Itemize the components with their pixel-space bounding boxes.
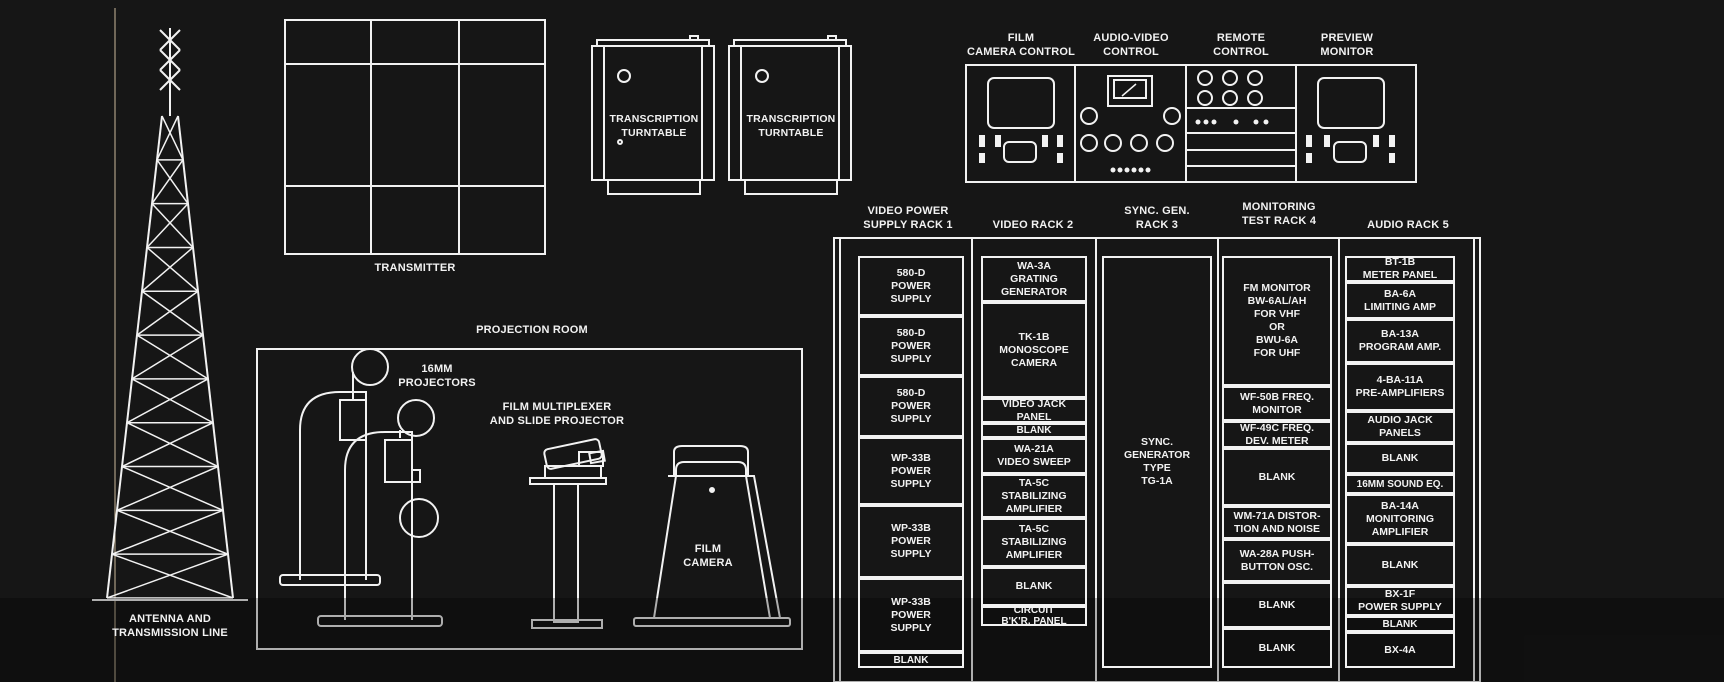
rack-2-unit-8: BLANK — [981, 567, 1087, 606]
antenna-tower — [92, 28, 248, 601]
console-film-camera-control-label: FILM CAMERA CONTROL — [966, 32, 1076, 58]
rack-4-unit-3: WF-49C FREQ. DEV. METER — [1222, 421, 1332, 448]
rack-5-unit-8: BA-14A MONITORING AMPLIFIER — [1345, 494, 1455, 544]
rack-4-unit-8: BLANK — [1222, 628, 1332, 668]
turntable-2-label: TRANSCRIPTION TURNTABLE — [746, 113, 836, 139]
rack-3-title: SYNC. GEN. RACK 3 — [1124, 205, 1190, 231]
rack-4-unit-4: BLANK — [1222, 448, 1332, 506]
rack-cabinet-frame — [833, 237, 1481, 682]
rack-4-unit-2: WF-50B FREQ. MONITOR — [1222, 386, 1332, 421]
rack-1-unit-6: WP-33B POWER SUPPLY — [858, 578, 964, 652]
rack-4-unit-7: BLANK — [1222, 582, 1332, 628]
rack-5-title: AUDIO RACK 5 — [1367, 219, 1449, 231]
rack-1-unit-1: 580-D POWER SUPPLY — [858, 256, 964, 316]
projector-2 — [317, 399, 443, 627]
projection-room-outline — [256, 348, 803, 650]
rack-5-unit-7: 16MM SOUND EQ. — [1345, 474, 1455, 494]
rack-1-title: VIDEO POWER SUPPLY RACK 1 — [863, 205, 953, 231]
rack-1-unit-5: WP-33B POWER SUPPLY — [858, 505, 964, 578]
console-remote-control-label: REMOTE CONTROL — [1213, 32, 1269, 58]
rack-5-unit-5: AUDIO JACK PANELS — [1345, 411, 1455, 443]
rack-4-unit-1: FM MONITOR BW-6AL/AH FOR VHF OR BWU-6A F… — [1222, 256, 1332, 386]
console-audio-video-control-label: AUDIO-VIDEO CONTROL — [1093, 32, 1169, 58]
console-preview-monitor-label: PREVIEW MONITOR — [1320, 32, 1374, 58]
rack-2-unit-3: VIDEO JACK PANEL — [981, 398, 1087, 423]
rack-5-unit-9: BLANK — [1345, 544, 1455, 586]
rack-4-unit-5: WM-71A DISTOR- TION AND NOISE — [1222, 506, 1332, 539]
rack-2-title: VIDEO RACK 2 — [992, 219, 1074, 231]
rack-1-unit-3: 580-D POWER SUPPLY — [858, 376, 964, 437]
rack-2-unit-7: TA-5C STABILIZING AMPLIFIER — [981, 518, 1087, 567]
rack-5-unit-2: BA-6A LIMITING AMP — [1345, 282, 1455, 319]
rack-5-unit-11: BLANK — [1345, 616, 1455, 632]
turntable-cabinet-1 — [591, 35, 715, 195]
film-camera-unit — [633, 445, 791, 627]
film-camera-label: FILM CAMERA — [683, 543, 733, 569]
rack-5-unit-1: BT-1B METER PANEL — [1345, 256, 1455, 282]
transmitter-cabinet — [284, 19, 546, 255]
rack-1-unit-2: 580-D POWER SUPPLY — [858, 316, 964, 376]
control-console — [965, 64, 1417, 183]
rack-4-unit-6: WA-28A PUSH- BUTTON OSC. — [1222, 539, 1332, 582]
rack-5-unit-6: BLANK — [1345, 443, 1455, 474]
turntable-cabinet-2 — [728, 35, 852, 195]
rack-2-unit-6: TA-5C STABILIZING AMPLIFIER — [981, 474, 1087, 518]
rack-5-unit-12: BX-4A — [1345, 632, 1455, 668]
multiplexer-stand — [529, 438, 607, 629]
antenna-label: ANTENNA AND TRANSMISSION LINE — [112, 613, 228, 639]
rack-1-unit-7: BLANK — [858, 652, 964, 668]
rack-2-unit-2: TK-1B MONOSCOPE CAMERA — [981, 302, 1087, 398]
multiplexer-label: FILM MULTIPLEXER AND SLIDE PROJECTOR — [489, 401, 625, 427]
transmitter-label: TRANSMITTER — [374, 262, 456, 274]
rack-2-unit-9: CIRCUIT B'K'R. PANEL — [981, 605, 1087, 627]
rack-4-title: MONITORING TEST RACK 4 — [1241, 201, 1317, 227]
rack-3-unit-1: SYNC. GENERATOR TYPE TG-1A — [1102, 256, 1212, 668]
projector-1 — [279, 348, 389, 586]
rack-1-unit-4: WP-33B POWER SUPPLY — [858, 437, 964, 505]
rack-2-unit-5: WA-21A VIDEO SWEEP — [981, 438, 1087, 474]
rack-5-unit-4: 4-BA-11A PRE-AMPLIFIERS — [1345, 363, 1455, 411]
projectors-label: 16MM PROJECTORS — [398, 363, 476, 389]
rack-5-unit-3: BA-13A PROGRAM AMP. — [1345, 319, 1455, 363]
projection-room-label: PROJECTION ROOM — [476, 324, 588, 336]
rack-2-unit-1: WA-3A GRATING GENERATOR — [981, 256, 1087, 302]
rack-2-unit-4: BLANK — [981, 423, 1087, 438]
rack-5-unit-10: BX-1F POWER SUPPLY — [1345, 586, 1455, 616]
bottom-shade-band — [0, 598, 1724, 682]
turntable-1-label: TRANSCRIPTION TURNTABLE — [609, 113, 699, 139]
